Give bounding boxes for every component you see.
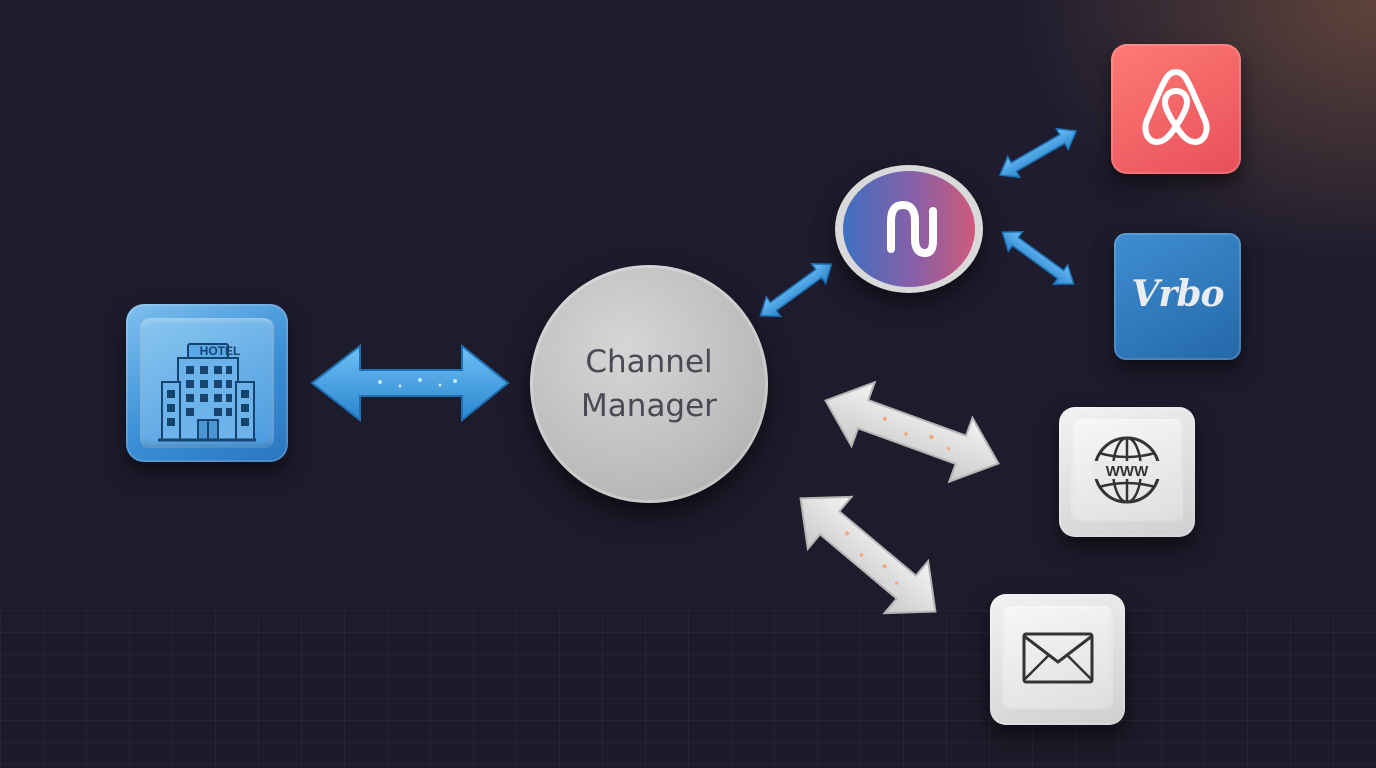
globe-www-label: WWW bbox=[1106, 463, 1149, 480]
email-tile bbox=[990, 594, 1125, 725]
hotel-building-icon bbox=[158, 343, 256, 442]
arrow-channel-manager-email bbox=[799, 495, 937, 615]
hotel-tile-face: HOTEL bbox=[140, 318, 274, 448]
floor-grid bbox=[0, 610, 1376, 768]
vrbo-logo: Vrbo bbox=[1131, 273, 1224, 315]
channel-hub-logo bbox=[887, 200, 937, 258]
airbnb-tile bbox=[1111, 44, 1241, 174]
envelope-icon bbox=[1022, 632, 1094, 684]
website-tile-face: WWW bbox=[1071, 419, 1183, 525]
arrow-hub-vrbo bbox=[1001, 231, 1075, 285]
hub-node bbox=[835, 165, 983, 293]
website-tile: WWW bbox=[1059, 407, 1195, 537]
vrbo-tile: Vrbo bbox=[1114, 233, 1241, 360]
channel-manager-node: Channel Manager bbox=[530, 265, 768, 503]
arrow-hub-airbnb bbox=[998, 127, 1078, 179]
globe-www-icon: WWW bbox=[1093, 436, 1161, 504]
channel-manager-line2: Manager bbox=[581, 388, 717, 424]
email-tile-face bbox=[1002, 606, 1113, 713]
hotel-tile: HOTEL bbox=[126, 304, 288, 462]
airbnb-logo bbox=[1142, 69, 1210, 145]
arrow-channel-manager-hub bbox=[759, 263, 833, 317]
arrow-hotel-channel-manager bbox=[310, 343, 510, 423]
channel-manager-line1: Channel bbox=[585, 344, 713, 380]
arrow-channel-manager-website bbox=[824, 380, 1000, 484]
hotel-sign-label: HOTEL bbox=[199, 344, 241, 358]
hub-face bbox=[843, 171, 975, 287]
